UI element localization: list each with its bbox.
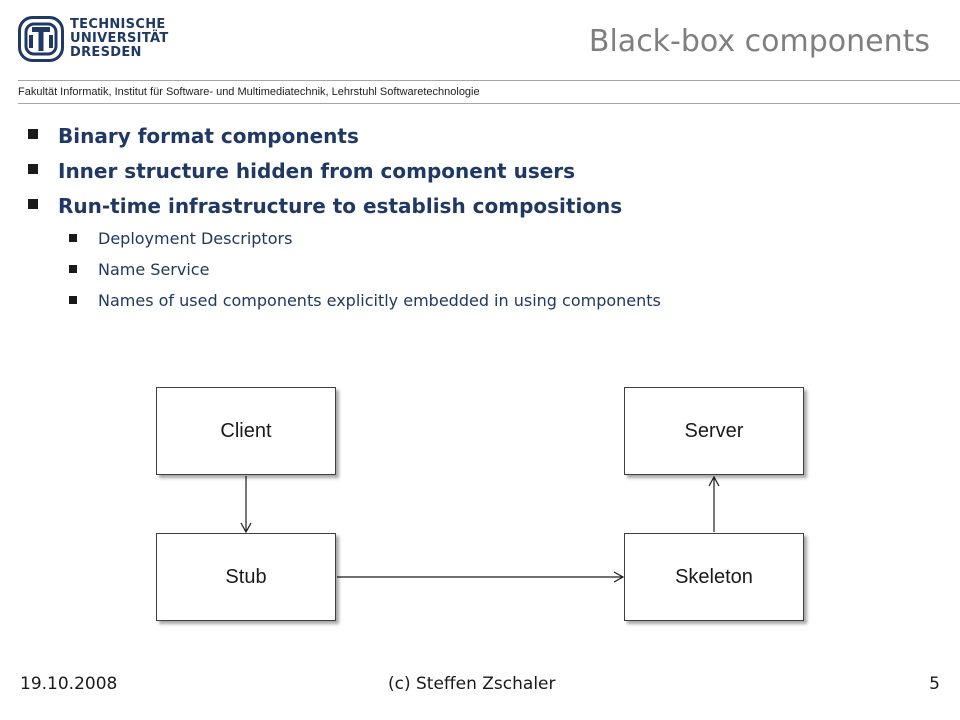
bullet-text: Run-time infrastructure to establish com… (58, 194, 623, 218)
sub-bullet-square-icon (69, 296, 77, 304)
skeleton-box: Skeleton (624, 533, 804, 621)
slide-title: Black-box components (588, 24, 930, 59)
sub-bullet-square-icon (69, 234, 77, 242)
sub-bullet-text: Deployment Descriptors (98, 229, 293, 248)
header-divider-bottom (18, 103, 960, 104)
bullet-item: Binary format components (28, 123, 928, 158)
sub-bullet-text: Names of used components explicitly embe… (98, 291, 661, 310)
faculty-line: Fakultät Informatik, Institut für Softwa… (18, 86, 480, 98)
footer-author: (c) Steffen Zschaler (388, 674, 556, 694)
bullet-text: Binary format components (58, 124, 359, 148)
bullet-item: Inner structure hidden from component us… (28, 158, 928, 193)
tu-dresden-logo-icon (18, 16, 64, 62)
server-box: Server (624, 387, 804, 475)
bullet-square-icon (28, 164, 38, 174)
header-divider-top (18, 80, 960, 81)
sub-bullet-square-icon (69, 265, 77, 273)
page-number: 5 (929, 674, 940, 694)
university-line-2: UNIVERSITÄT (70, 31, 169, 46)
sub-bullet-item: Name Service (28, 259, 928, 290)
university-line-3: DRESDEN (70, 45, 142, 60)
stub-box: Stub (156, 533, 336, 621)
bullet-text: Inner structure hidden from component us… (58, 159, 576, 183)
bullet-square-icon (28, 129, 38, 139)
sub-bullet-item: Deployment Descriptors (28, 228, 928, 259)
client-box: Client (156, 387, 336, 475)
university-line-1: TECHNISCHE (70, 17, 166, 32)
sub-bullet-text: Name Service (98, 260, 210, 279)
university-logo: TECHNISCHE UNIVERSITÄT DRESDEN (18, 16, 178, 68)
footer-date: 19.10.2008 (20, 674, 118, 694)
bullet-square-icon (28, 199, 38, 209)
bullet-item: Run-time infrastructure to establish com… (28, 193, 928, 228)
sub-bullet-item: Names of used components explicitly embe… (28, 290, 928, 321)
bullet-list: Binary format components Inner structure… (28, 123, 928, 321)
university-name: TECHNISCHE UNIVERSITÄT DRESDEN (70, 18, 169, 60)
